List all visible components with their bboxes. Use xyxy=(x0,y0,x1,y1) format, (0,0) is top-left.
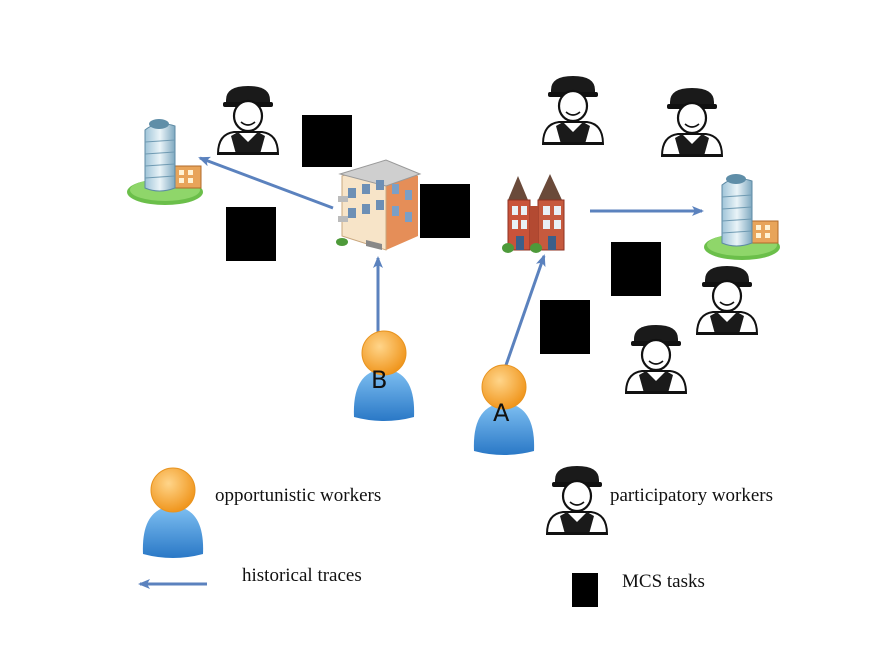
office-tower-icon xyxy=(126,118,204,206)
legend-opportunistic-icon xyxy=(142,467,204,559)
worker-label-a: A xyxy=(493,399,510,427)
legend-participatory-icon xyxy=(545,464,609,537)
mcs-task-square xyxy=(302,115,352,167)
legend-task-square xyxy=(572,573,598,607)
participatory-worker-icon xyxy=(541,74,605,147)
townhouse-icon xyxy=(501,173,565,254)
trace-arrow xyxy=(503,254,546,369)
mcs-task-square xyxy=(540,300,590,354)
legend: opportunistic workers participatory work… xyxy=(138,464,773,607)
legend-traces-label: historical traces xyxy=(242,565,362,586)
opportunistic-worker-b: B xyxy=(353,330,415,422)
participatory-worker-icon xyxy=(660,86,724,159)
mcs-task-square xyxy=(226,207,276,261)
legend-tasks-label: MCS tasks xyxy=(622,571,705,592)
trace-arrow xyxy=(198,156,334,210)
worker-label-b: B xyxy=(371,366,387,394)
participatory-worker-icon xyxy=(695,264,759,337)
legend-participatory-label: participatory workers xyxy=(610,485,773,506)
mcs-task-square xyxy=(420,184,470,238)
mcs-task-square xyxy=(611,242,661,296)
office-tower-icon xyxy=(703,173,781,261)
participatory-worker-icon xyxy=(624,323,688,396)
apartment-building-icon xyxy=(335,159,421,251)
opportunistic-worker-a: A xyxy=(473,364,535,456)
legend-opportunistic-label: opportunistic workers xyxy=(215,485,381,506)
participatory-worker-icon xyxy=(216,84,280,157)
